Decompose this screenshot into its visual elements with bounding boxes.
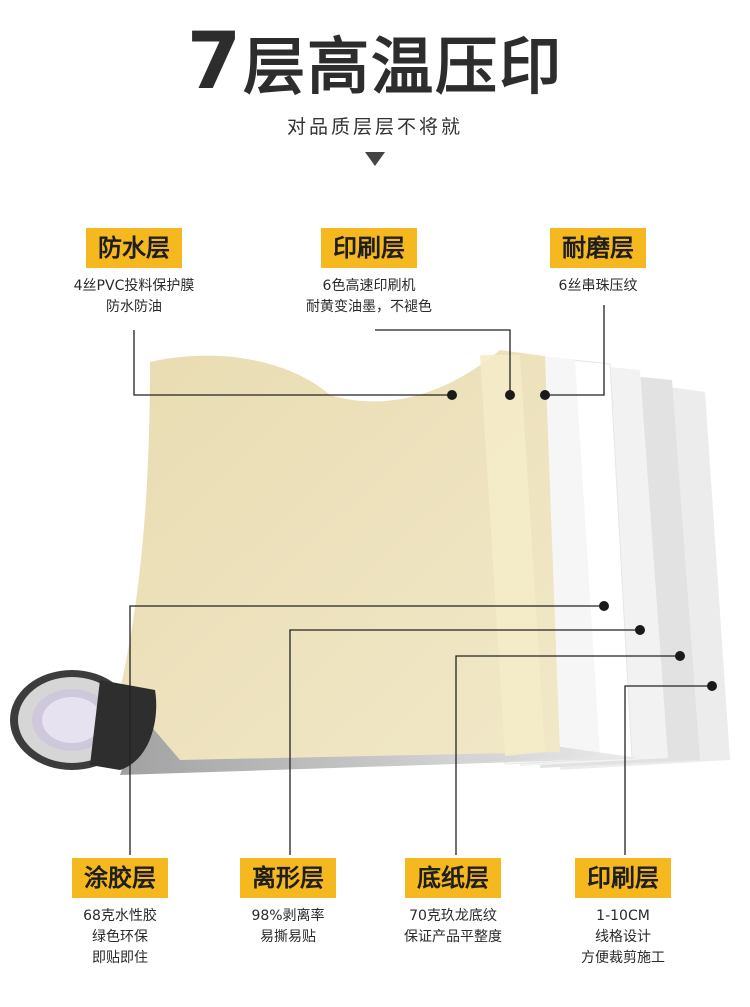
desc-line: 保证产品平整度 (404, 929, 502, 945)
desc-glue-layer: 68克水性胶 绿色环保 即贴即住 (30, 906, 210, 969)
page-title: 7层高温压印 (0, 22, 750, 107)
desc-line: 易撕易贴 (260, 929, 316, 945)
label-glue-layer: 涂胶层 (72, 858, 168, 898)
page-subtitle: 对品质层层不将就 (286, 116, 463, 138)
title-text: 层高温压印 (243, 30, 564, 103)
dot-print-bottom (707, 681, 717, 691)
desc-line: 线格设计 (595, 929, 651, 945)
dot-release (635, 625, 645, 635)
connector-waterproof (133, 330, 452, 396)
dot-print-top (505, 390, 515, 400)
roll-core (42, 697, 102, 743)
down-arrow-icon (365, 152, 385, 166)
sheet-main (120, 350, 560, 760)
desc-line: 6丝串珠压纹 (558, 278, 638, 294)
desc-line: 70克玖龙底纹 (409, 908, 497, 924)
dot-waterproof (447, 390, 457, 400)
connector-wear (545, 305, 605, 396)
desc-print-layer-top: 6色高速印刷机 耐黄变油墨，不褪色 (279, 276, 459, 318)
connector-print-top (375, 329, 511, 395)
roll-body (90, 680, 157, 770)
desc-line: 耐黄变油墨，不褪色 (306, 299, 432, 315)
desc-base-paper-layer: 70克玖龙底纹 保证产品平整度 (363, 906, 543, 948)
desc-line: 防水防油 (106, 299, 162, 315)
label-print-layer-top: 印刷层 (321, 228, 417, 268)
desc-waterproof-layer: 4丝PVC投料保护膜 防水防油 (44, 276, 224, 318)
desc-line: 98%剥离率 (251, 908, 325, 924)
label-base-paper-layer: 底纸层 (405, 858, 501, 898)
desc-wear-layer: 6丝串珠压纹 (508, 276, 688, 297)
desc-line: 1-10CM (596, 908, 650, 924)
connector-release (289, 629, 640, 855)
connector-base (455, 655, 680, 855)
connector-glue (129, 605, 604, 855)
label-print-layer-bottom: 印刷层 (575, 858, 671, 898)
dot-glue (599, 601, 609, 611)
desc-line: 即贴即住 (92, 950, 148, 966)
label-release-layer: 离形层 (240, 858, 336, 898)
desc-print-layer-bottom: 1-10CM 线格设计 方便裁剪施工 (533, 906, 713, 969)
connector-print-bottom (624, 685, 712, 855)
desc-line: 68克水性胶 (83, 908, 157, 924)
desc-line: 6色高速印刷机 (322, 278, 416, 294)
title-number: 7 (186, 17, 244, 107)
label-wear-layer: 耐磨层 (550, 228, 646, 268)
desc-release-layer: 98%剥离率 易撕易贴 (198, 906, 378, 948)
dot-base (675, 651, 685, 661)
dot-wear (540, 390, 550, 400)
desc-line: 绿色环保 (92, 929, 148, 945)
label-waterproof-layer: 防水层 (86, 228, 182, 268)
desc-line: 4丝PVC投料保护膜 (73, 278, 195, 294)
desc-line: 方便裁剪施工 (581, 950, 665, 966)
